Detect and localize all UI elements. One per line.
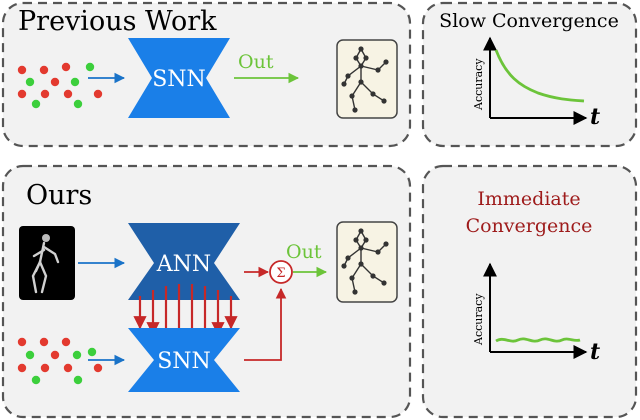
snn-block-ours: SNN (128, 328, 240, 392)
immediate-accuracy-curve (495, 337, 581, 343)
event-points-icon (17, 337, 103, 385)
immediate-convergence-title-line1: Immediate (477, 188, 580, 210)
skeleton-icon (336, 221, 398, 303)
y-axis-label: Accuracy (472, 58, 485, 111)
sum-node: Σ (269, 260, 293, 284)
skeleton-icon (336, 39, 398, 119)
previous-work-panel: Previous Work SNN Out (1, 1, 412, 148)
snn-shape (128, 38, 230, 118)
x-axis-label: t (590, 104, 600, 130)
slow-convergence-panel: Slow Convergence Accuracy t (421, 1, 638, 148)
snn-label: SNN (152, 67, 206, 92)
previous-work-title: Previous Work (18, 6, 217, 37)
event-points-icon (17, 62, 103, 109)
ours-title: Ours (26, 180, 92, 211)
x-axis-label-ours: t (590, 339, 600, 365)
snn-to-sum-arrow (244, 287, 287, 361)
snn-label-ours: SNN (157, 349, 211, 374)
y-axis-label-ours: Accuracy (472, 293, 485, 346)
slow-accuracy-curve (494, 49, 585, 103)
ours-panel: Ours ANN (1, 164, 412, 419)
slow-convergence-box (421, 1, 638, 148)
snn-block: SNN (128, 38, 230, 118)
sum-symbol: Σ (276, 266, 285, 281)
snn-shape-ours (128, 328, 240, 392)
output-label: Out (238, 51, 274, 73)
immediate-convergence-panel: Immediate Convergence Accuracy t (421, 164, 638, 419)
person-frame-icon (19, 226, 75, 300)
slow-convergence-title: Slow Convergence (439, 10, 619, 32)
output-label-ours: Out (286, 241, 322, 263)
ann-shape (128, 223, 240, 300)
ann-block: ANN (128, 223, 240, 300)
ann-label: ANN (156, 252, 211, 277)
immediate-convergence-title-line2: Convergence (466, 215, 593, 237)
